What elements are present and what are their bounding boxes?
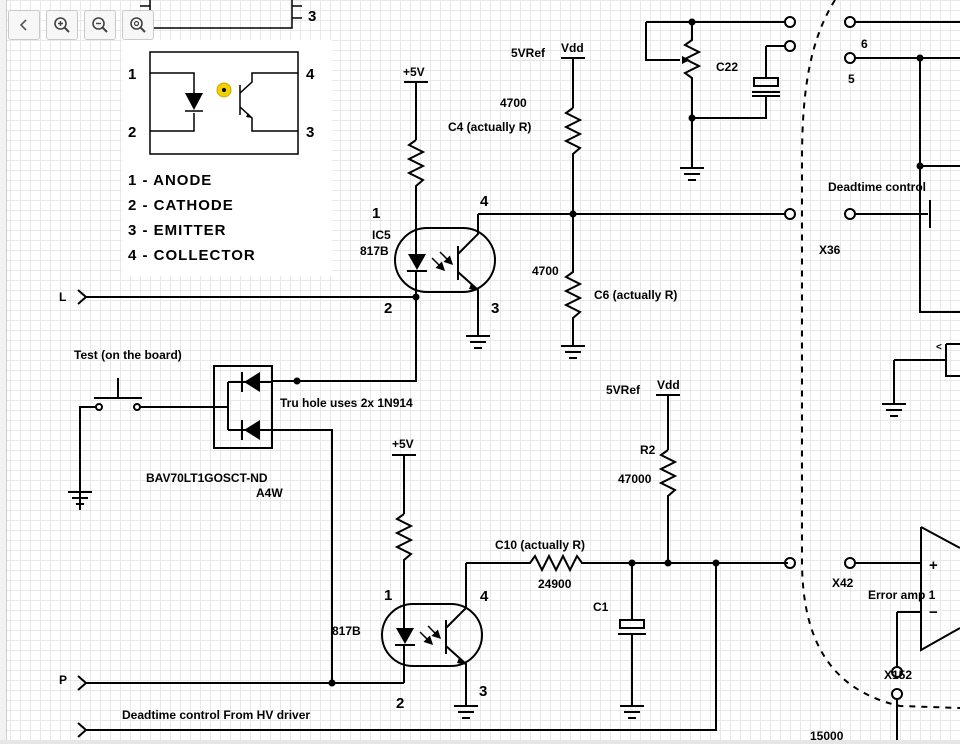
- c10-r2-c1-network: C10 (actually R) 24900 5VRef Vdd R2 4700…: [466, 378, 788, 719]
- legend-emitter: 3 - EMITTER: [128, 222, 227, 239]
- label-bav70: BAV70LT1GOSCT-ND: [146, 471, 268, 485]
- label-pin1-b: 1: [384, 587, 392, 604]
- label-pin1-a: 1: [372, 205, 380, 222]
- legend-collector: 4 - COLLECTOR: [128, 247, 256, 264]
- zoom-reset-icon: [130, 17, 146, 33]
- label-pin2-a: 2: [384, 300, 392, 317]
- optocoupler-lower: +5V 817B 1 2 3 4: [332, 437, 489, 719]
- zoom-toolbar: [8, 10, 154, 42]
- label-plus5v-a: +5V: [403, 65, 425, 79]
- label-pin4-a: 4: [480, 193, 489, 210]
- chevron-left-icon: [19, 19, 27, 31]
- label-15000: 15000: [810, 729, 844, 743]
- legend-pin-top: 3: [308, 8, 316, 25]
- label-r2-value: 47000: [618, 472, 652, 486]
- label-c4-name: C4 (actually R): [448, 120, 531, 134]
- label-deadtime-control: Deadtime control: [828, 180, 926, 194]
- label-p: P: [59, 673, 67, 687]
- label-error-amp: Error amp 1: [868, 588, 936, 602]
- label-test: Test (on the board): [74, 348, 182, 362]
- label-vdd-a: Vdd: [561, 41, 584, 55]
- test-switch: Test (on the board): [68, 348, 214, 510]
- label-pin6: 6: [861, 37, 868, 51]
- legend-pin2: 2: [128, 124, 136, 141]
- legend-pin4: 4: [306, 66, 315, 83]
- label-deadtime-from: Deadtime control From HV driver: [122, 708, 310, 722]
- label-817b-b: 817B: [332, 624, 361, 638]
- horizontal-scrollbar[interactable]: [0, 740, 960, 744]
- zoom-in-icon: [54, 17, 70, 33]
- label-c10-value: 24900: [538, 577, 572, 591]
- right-side-wiring: < + −: [855, 21, 960, 744]
- p-input-arrow: [77, 675, 88, 691]
- optocoupler-legend: 3 1 2 4 3 1 - ANODE 2 - CATHODE 3 - EMIT…: [122, 0, 332, 276]
- legend-pin3: 3: [306, 124, 314, 141]
- label-817b-a: 817B: [360, 244, 389, 258]
- terminals: [784, 16, 903, 700]
- label-pin3-a: 3: [491, 300, 499, 317]
- zoom-in-button[interactable]: [46, 10, 78, 40]
- label-r2: R2: [640, 443, 656, 457]
- label-l: L: [59, 290, 66, 304]
- label-pin2-b: 2: [396, 695, 404, 712]
- svg-text:<: <: [936, 342, 942, 353]
- vref-divider: 5VRef Vdd 4700 C4 (actually R) 4700 C6 (…: [448, 41, 677, 359]
- diode-bav70: Tru hole uses 2x 1N914 BAV70LT1GOSCT-ND …: [146, 297, 417, 687]
- sidebar-edge: [0, 0, 7, 744]
- label-c6-value: 4700: [532, 264, 559, 278]
- label-pin4-b: 4: [480, 588, 489, 605]
- label-c6-name: C6 (actually R): [594, 288, 677, 302]
- potentiometer-c22: C22: [645, 18, 788, 181]
- label-c4-value: 4700: [500, 96, 527, 110]
- label-opamp-minus: −: [929, 604, 938, 621]
- label-pin5: 5: [848, 72, 855, 86]
- label-c22: C22: [716, 60, 738, 74]
- dashed-boundary: [801, 0, 960, 709]
- legend-pin1: 1: [128, 66, 136, 83]
- zoom-reset-button[interactable]: [122, 10, 154, 40]
- label-opamp-plus: +: [929, 557, 938, 574]
- legend-cathode: 2 - CATHODE: [128, 197, 234, 214]
- legend-anode: 1 - ANODE: [128, 172, 212, 189]
- back-button[interactable]: [8, 10, 40, 40]
- l-input-arrow: [77, 289, 88, 305]
- label-vdd-b: Vdd: [657, 378, 680, 392]
- label-vref-b: 5VRef: [606, 383, 641, 397]
- zoom-out-button[interactable]: [84, 10, 116, 40]
- deadtime-input-arrow: [77, 722, 88, 738]
- label-plus5v-b: +5V: [392, 437, 414, 451]
- optocoupler-ic5: +5V IC5 817B 1 2 3: [360, 65, 788, 349]
- label-x42: X42: [832, 576, 854, 590]
- zoom-out-icon: [92, 17, 108, 33]
- label-ic5: IC5: [372, 228, 391, 242]
- label-x36: X36: [819, 243, 841, 257]
- label-x152: X152: [884, 668, 912, 682]
- label-c1: C1: [593, 600, 609, 614]
- label-pin3-b: 3: [479, 683, 487, 700]
- label-tru-hole: Tru hole uses 2x 1N914: [280, 396, 413, 410]
- label-a4w: A4W: [256, 486, 283, 500]
- label-vref-a: 5VRef: [511, 46, 546, 60]
- label-c10-name: C10 (actually R): [495, 538, 585, 552]
